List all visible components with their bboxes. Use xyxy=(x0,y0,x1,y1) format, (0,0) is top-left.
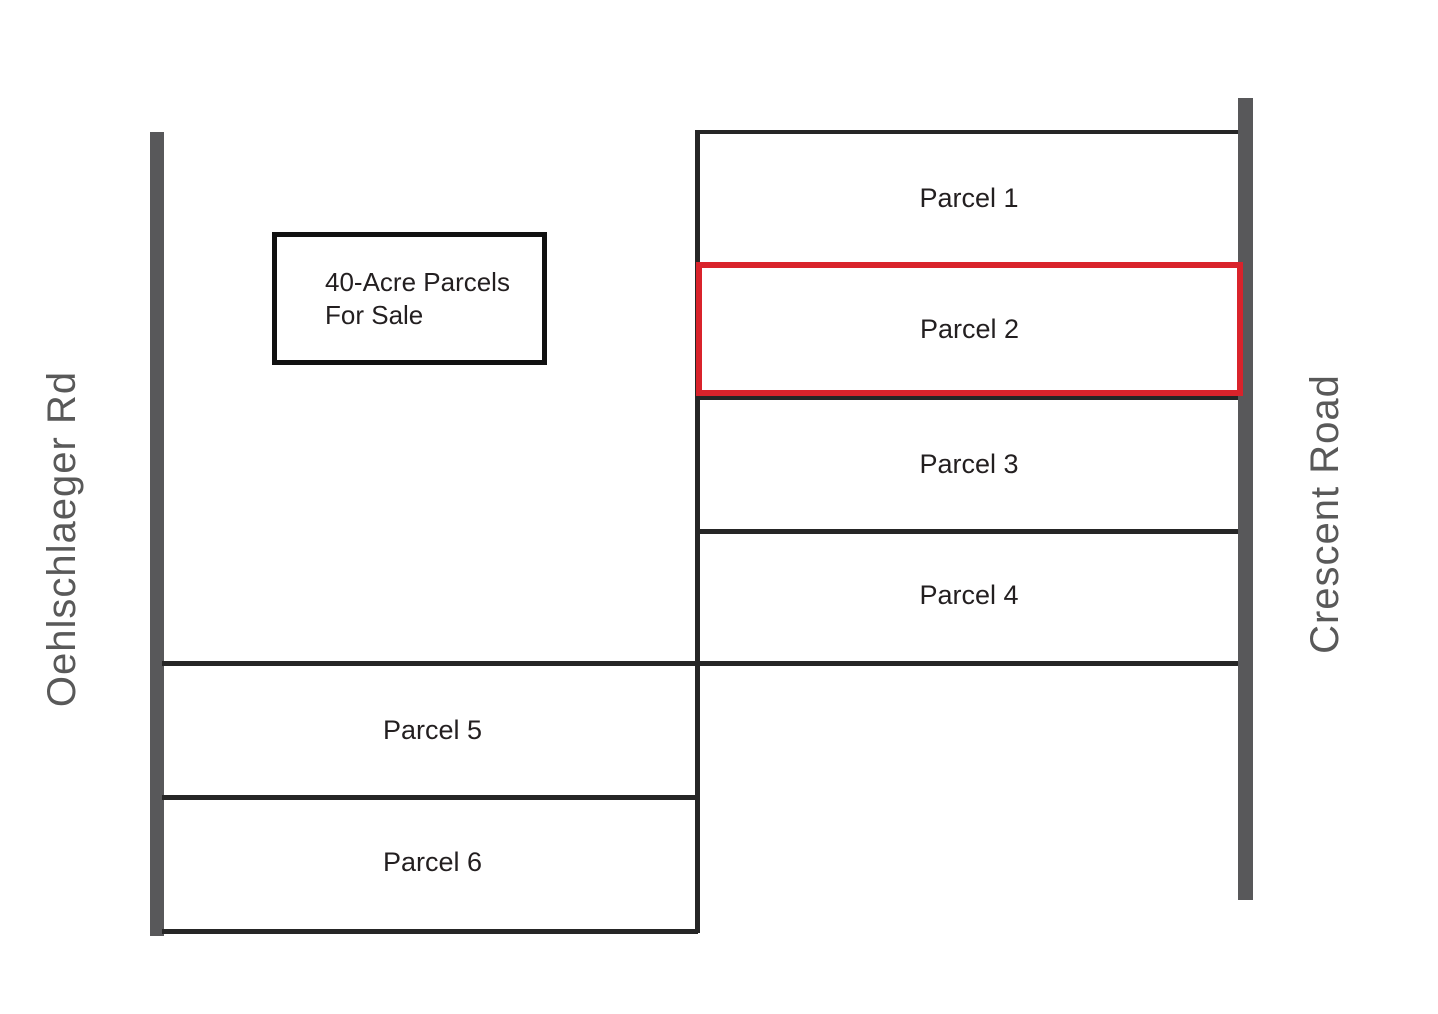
legend-box: 40-Acre Parcels For Sale xyxy=(272,232,547,365)
parcel-5: Parcel 5 xyxy=(167,666,698,795)
parcel-2: Parcel 2 xyxy=(702,268,1237,390)
parcel-2-label: Parcel 2 xyxy=(919,313,1020,344)
parcel-4-label: Parcel 4 xyxy=(919,579,1019,610)
legend-line-1: 40-Acre Parcels xyxy=(325,267,510,297)
parcel-6: Parcel 6 xyxy=(167,800,698,925)
parcel-3: Parcel 3 xyxy=(700,400,1238,529)
parcel-4: Parcel 4 xyxy=(700,534,1238,656)
crescent-road-label: Crescent Road xyxy=(1303,374,1347,654)
legend-line-2: For Sale xyxy=(325,299,424,330)
parcel-4-bottom-line xyxy=(162,661,1238,666)
parcel-3-label: Parcel 3 xyxy=(919,449,1019,479)
parcel-2-highlight-outline xyxy=(696,262,1243,396)
parcel-1: Parcel 1 xyxy=(700,134,1238,262)
oehlschlaeger-road-label: Oehlschlaeger Rd xyxy=(40,370,84,708)
parcel-3-bottom-line xyxy=(697,529,1238,534)
parcel-1-top-line xyxy=(697,130,1238,134)
parcel-5-label: Parcel 5 xyxy=(382,715,483,745)
crescent-road-line xyxy=(1238,98,1253,900)
oehlschlaeger-road-line xyxy=(150,132,164,936)
parcel-3-top-line xyxy=(697,396,1238,400)
parcel-6-label: Parcel 6 xyxy=(382,847,483,877)
parcel-5-bottom-line xyxy=(162,795,698,800)
parcel-1-label: Parcel 1 xyxy=(919,182,1019,213)
parcel-6-bottom-line xyxy=(162,929,698,934)
